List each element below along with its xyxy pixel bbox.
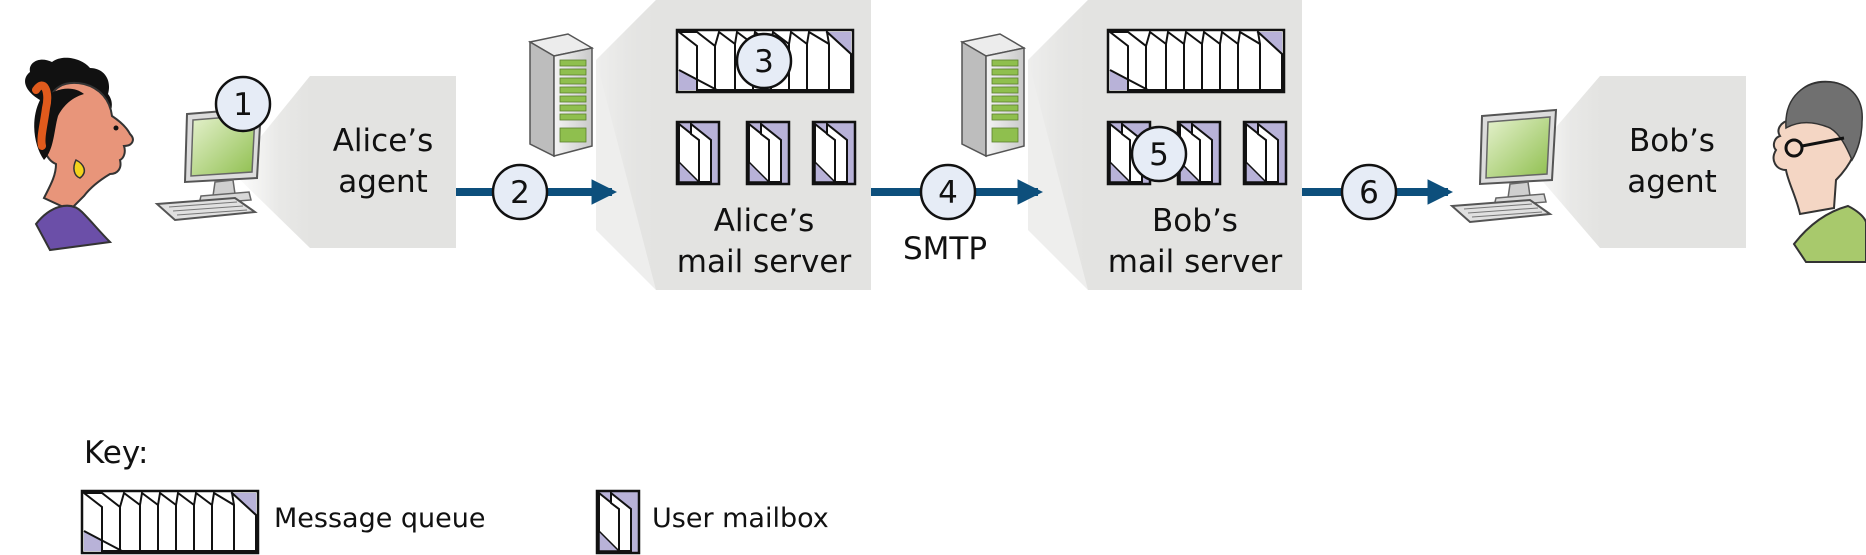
legend-message-queue-label: Message queue: [274, 503, 486, 534]
step-badge: 5: [1130, 125, 1188, 183]
server-tower-icon: [961, 33, 1025, 157]
computer-icon: [1451, 109, 1557, 223]
legend-message-queue-icon: [80, 489, 260, 555]
legend-title: Key:: [84, 435, 148, 471]
legend-user-mailbox-label: User mailbox: [652, 503, 829, 534]
bob-server-label: mail server: [1108, 244, 1283, 280]
legend-user-mailbox-icon: [595, 489, 641, 555]
alice-agent-label: Alice’s: [333, 123, 434, 159]
step-badge: 1: [214, 75, 272, 133]
bob-server-label: Bob’s: [1152, 203, 1238, 239]
step-badge: 2: [491, 163, 549, 221]
step-badge: 6: [1340, 163, 1398, 221]
server-tower-icon: [529, 33, 593, 157]
step-number: 6: [1359, 175, 1379, 211]
bob-person-icon: [1772, 80, 1866, 263]
bob-agent-panel: [1526, 76, 1746, 248]
alice-server-label: mail server: [677, 244, 852, 280]
alice-person-icon: [25, 57, 134, 252]
step-number: 2: [510, 175, 530, 211]
bob-message-queue: [1106, 28, 1286, 94]
alice-user-mailbox: [675, 120, 721, 186]
step-number: 1: [233, 87, 253, 123]
legend: Key: Message queue User mailbox: [80, 435, 829, 555]
step-number: 3: [754, 44, 774, 80]
step-number: 4: [938, 175, 958, 211]
step-number: 5: [1149, 137, 1169, 173]
bob-agent-label: agent: [1627, 164, 1717, 200]
alice-agent-panel: [232, 76, 456, 248]
protocol-label: SMTP: [903, 231, 987, 267]
step-badge: 3: [735, 32, 793, 90]
bob-user-mailbox: [1242, 120, 1288, 186]
bob-agent-label: Bob’s: [1629, 123, 1715, 159]
step-badge: 4: [919, 163, 977, 221]
alice-user-mailbox: [811, 120, 857, 186]
alice-server-label: Alice’s: [714, 203, 815, 239]
alice-user-mailbox: [745, 120, 791, 186]
alice-agent-label: agent: [338, 164, 428, 200]
